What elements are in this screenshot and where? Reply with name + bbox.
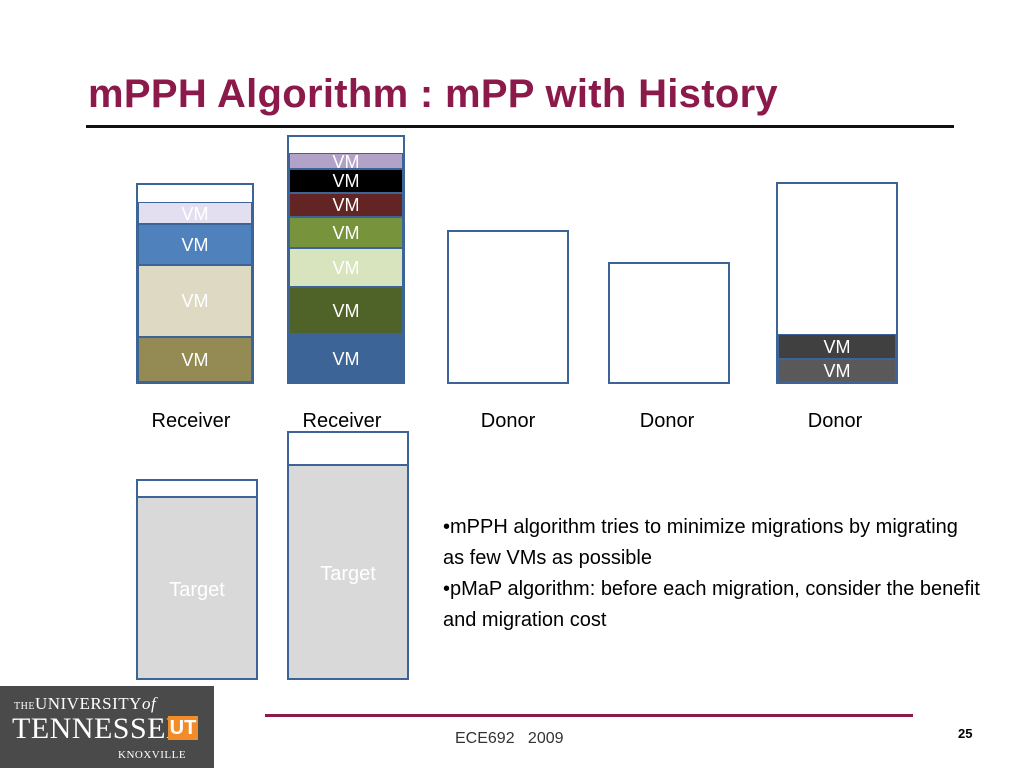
server-donor-3: VM VM [776, 182, 898, 384]
logo-line-3: KNOXVILLE [118, 749, 187, 761]
page-number: 25 [958, 726, 973, 741]
target-fill [289, 464, 407, 678]
vm-block: VM [289, 334, 403, 382]
vm-block: VM [138, 337, 252, 382]
vm-block: VM [138, 265, 252, 337]
logo-line-2: TENNESSEE [12, 712, 185, 745]
target-bin-2: Target [287, 431, 409, 680]
target-label: Target [169, 579, 225, 601]
vm-block: VM [289, 287, 403, 334]
vm-block: VM [138, 224, 252, 265]
vm-block: VM [289, 193, 403, 217]
server-donor-2 [608, 262, 730, 384]
bullet-item: •mPPH algorithm tries to minimize migrat… [443, 516, 958, 569]
server-donor-1 [447, 230, 569, 384]
ut-mark: UT [168, 716, 198, 740]
footer-text: ECE692 2009 [455, 730, 564, 747]
slide-title: mPPH Algorithm : mPP with History [88, 72, 778, 116]
target-bin-1: Target [136, 479, 258, 680]
logo-line-1: THEUNIVERSITYof [14, 694, 157, 713]
vm-block: VM [289, 217, 403, 248]
university-logo: THEUNIVERSITYof TENNESSEE UT KNOXVILLE [0, 686, 214, 768]
target-fill [138, 496, 256, 678]
vm-block: VM [289, 153, 403, 169]
server-label: Receiver [302, 410, 382, 432]
server-receiver-1: VM VM VM VM [136, 183, 254, 384]
footer-rule [265, 714, 913, 717]
bullet-item: •pMaP algorithm: before each migration, … [443, 578, 980, 631]
vm-block: VM [778, 359, 896, 382]
server-label: Receiver [151, 410, 231, 432]
server-receiver-2: VM VM VM VM VM VM VM [287, 135, 405, 384]
title-underline [86, 125, 954, 128]
server-label: Donor [480, 410, 536, 432]
target-label: Target [320, 563, 376, 585]
bullet-list: •mPPH algorithm tries to minimize migrat… [443, 512, 983, 636]
vm-block: VM [778, 334, 896, 359]
server-label: Donor [639, 410, 695, 432]
vm-block: VM [289, 169, 403, 193]
vm-block: VM [289, 248, 403, 287]
server-label: Donor [807, 410, 863, 432]
vm-block: VM [138, 202, 252, 224]
